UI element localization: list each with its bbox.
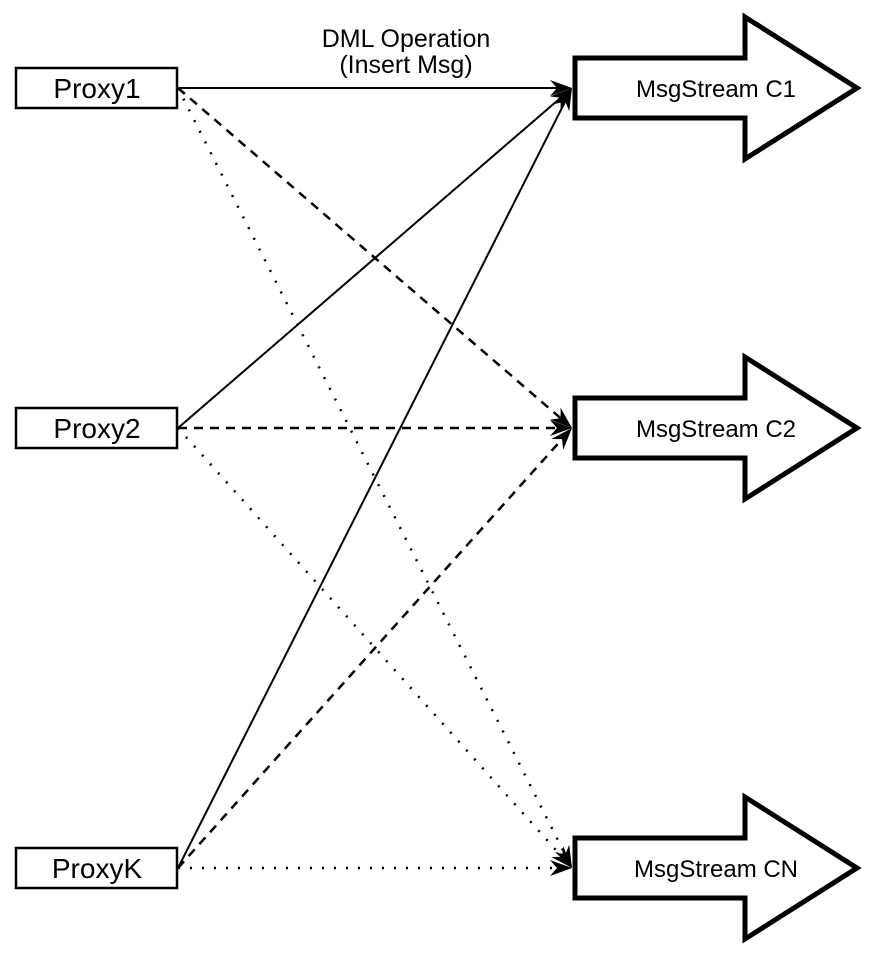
msgstream-c2-label: MsgStream C2: [636, 416, 796, 443]
node-proxyk: ProxyK: [14, 846, 179, 890]
edge-proxy2-to-cn: [177, 427, 572, 868]
edge-line-dashed: [177, 87, 562, 420]
arrowhead-icon: [551, 428, 572, 450]
arrowhead-icon: [550, 860, 572, 876]
edge-proxy1-to-cn: [176, 87, 572, 868]
proxyk-box: [14, 846, 179, 890]
arrowhead-icon: [551, 846, 572, 868]
msgstream-c1-block-arrow: [572, 12, 862, 164]
title-line-1: DML Operation: [322, 25, 491, 53]
node-msgstream-cn: MsgStream CN: [572, 792, 862, 944]
arrowhead-icon: [554, 88, 572, 112]
proxy1-box: [14, 66, 179, 110]
diagram-title: DML Operation (Insert Msg): [322, 25, 491, 79]
edge-proxyk-to-cn: [178, 860, 572, 876]
arrowhead-icon: [550, 420, 572, 436]
edge-line-dotted: [177, 427, 563, 858]
arrowhead-icon: [550, 88, 572, 109]
arrowhead-icon: [550, 80, 572, 96]
msgstream-cn-label: MsgStream CN: [634, 856, 798, 883]
proxy2-label: Proxy2: [53, 413, 140, 444]
arrowhead-icon: [550, 407, 572, 428]
node-msgstream-c1: MsgStream C1: [572, 12, 862, 164]
proxy1-label: Proxy1: [53, 73, 140, 104]
edge-line-dotted: [176, 87, 567, 856]
proxy2-box: [14, 406, 179, 450]
edges-layer: [176, 80, 572, 876]
edge-proxyk-to-c2: [177, 428, 572, 869]
node-proxy1: Proxy1: [14, 66, 179, 110]
msgstream-cn-block-arrow: [572, 792, 862, 944]
title-line-2: (Insert Msg): [339, 51, 472, 79]
msgstream-c1-label: MsgStream C1: [636, 76, 796, 103]
node-msgstream-c2: MsgStream C2: [572, 352, 862, 504]
node-proxy2: Proxy2: [14, 406, 179, 450]
proxyk-label: ProxyK: [52, 853, 143, 884]
edge-proxy2-to-c2: [178, 420, 572, 436]
edge-line-solid: [177, 97, 562, 429]
edge-line-solid: [177, 100, 567, 869]
edge-line-dashed: [177, 438, 563, 869]
msgstream-c2-block-arrow: [572, 352, 862, 504]
edge-proxyk-to-c1: [177, 88, 572, 869]
edge-proxy2-to-c1: [177, 88, 572, 429]
edge-proxy1-to-c2: [177, 87, 572, 428]
edge-proxy1-to-c1: [178, 80, 572, 96]
